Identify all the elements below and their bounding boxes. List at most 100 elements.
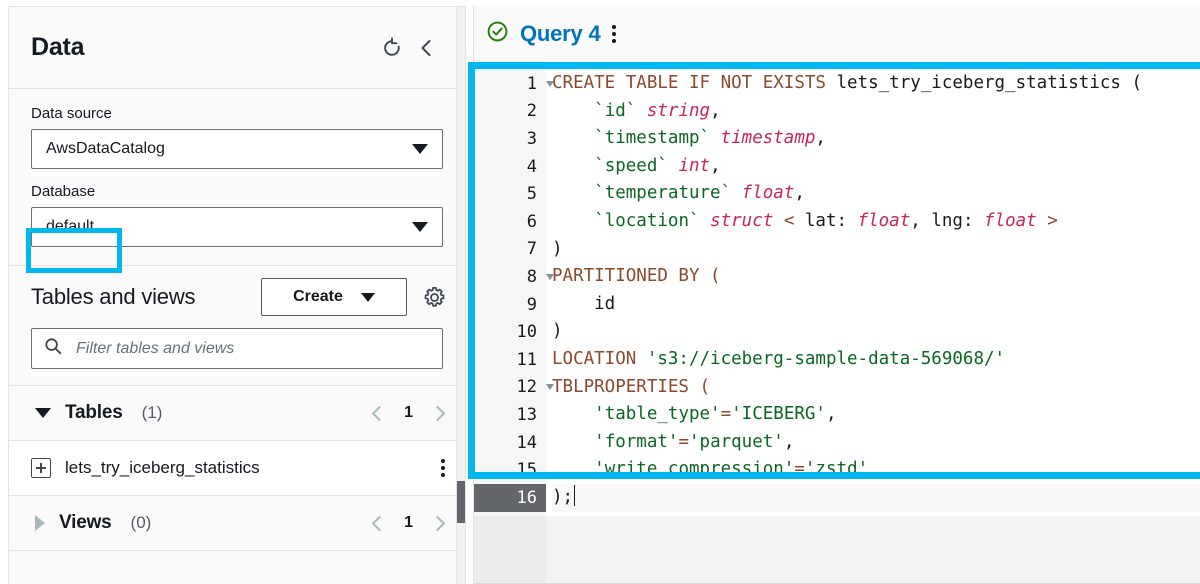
code-line: TBLPROPERTIES ( xyxy=(552,374,1200,402)
line-number: 11 xyxy=(516,349,537,370)
line-number: 3 xyxy=(526,128,537,149)
data-source-value: AwsDataCatalog xyxy=(46,140,165,157)
database-value: default xyxy=(46,218,95,235)
code-token: ) xyxy=(552,238,563,259)
code-token: 'table_type' xyxy=(594,404,721,425)
line-number: 16 xyxy=(474,483,546,512)
line-number: 6 xyxy=(526,211,537,232)
code-token: lets_try_iceberg_statistics ( xyxy=(836,73,1143,93)
tables-group-label: Tables xyxy=(65,402,123,423)
code-token: float xyxy=(741,183,795,204)
views-group-label: Views xyxy=(59,512,112,533)
code-line: `temperature` float, xyxy=(552,180,1200,208)
code-token: , xyxy=(783,431,795,452)
line-number: 2 xyxy=(526,101,537,122)
table-plus-icon[interactable] xyxy=(31,458,51,478)
line-number: 10 xyxy=(516,322,537,343)
code-token: TBLPROPERTIES ( xyxy=(552,376,711,397)
code-token: float xyxy=(857,210,911,231)
code-text[interactable]: CREATE TABLE IF NOT EXISTS lets_try_iceb… xyxy=(546,61,1200,516)
code-token xyxy=(552,459,594,479)
code-token: > xyxy=(1036,210,1058,231)
code-token: `speed` xyxy=(594,155,679,176)
code-token: `temperature` xyxy=(594,183,742,204)
line-number: 4 xyxy=(526,156,537,177)
code-token: ) xyxy=(552,321,563,342)
data-source-select[interactable]: AwsDataCatalog xyxy=(31,129,443,169)
fold-triangle-icon[interactable] xyxy=(546,384,554,391)
page-title: Data xyxy=(31,33,85,61)
views-group-row[interactable]: Views (0) 1 xyxy=(9,496,465,551)
next-page-icon[interactable] xyxy=(429,405,446,421)
code-line: 'format'='parquet', xyxy=(552,429,1200,457)
filter-tables-box[interactable] xyxy=(31,328,443,369)
code-line: LOCATION 's3://iceberg-sample-data-56906… xyxy=(552,346,1200,374)
code-token: 'parquet' xyxy=(689,431,784,452)
code-token xyxy=(552,101,594,121)
refresh-icon[interactable] xyxy=(375,31,409,65)
code-line: `speed` int, xyxy=(552,153,1200,181)
create-button-label: Create xyxy=(293,288,343,305)
code-token: string xyxy=(646,100,711,121)
code-line: 'table_type'='ICEBERG', xyxy=(552,401,1200,429)
line-number: 14 xyxy=(516,432,537,453)
query-tab-header: Query 4 xyxy=(474,6,1200,61)
code-line: ) xyxy=(552,236,1200,264)
tables-page-number: 1 xyxy=(404,404,413,421)
code-token: `id` xyxy=(594,100,647,121)
prev-page-icon[interactable] xyxy=(371,515,388,531)
kebab-menu-icon[interactable] xyxy=(611,24,616,43)
code-token: struct xyxy=(710,210,774,231)
code-token xyxy=(552,404,594,424)
tables-and-views-title: Tables and views xyxy=(31,284,196,309)
tables-pager: 1 xyxy=(371,404,449,422)
code-token: `timestamp` xyxy=(594,128,721,149)
code-token: , xyxy=(710,100,721,121)
database-select[interactable]: default xyxy=(31,207,443,247)
code-token xyxy=(552,211,594,231)
gutter-filler xyxy=(474,516,546,583)
code-token: 'ICEBERG' xyxy=(731,404,826,425)
left-panel-scrollbar-thumb[interactable] xyxy=(457,481,465,523)
code-line: 'write_compression'='zstd' xyxy=(552,456,1200,484)
table-row[interactable]: lets_try_iceberg_statistics xyxy=(9,441,465,496)
code-token xyxy=(552,156,594,176)
kebab-menu-icon[interactable] xyxy=(441,459,445,477)
prev-page-icon[interactable] xyxy=(371,405,388,421)
gear-icon[interactable] xyxy=(419,282,449,312)
check-circle-icon xyxy=(486,20,509,48)
tables-and-views-header: Tables and views Create xyxy=(9,266,465,328)
left-panel-scrollbar[interactable] xyxy=(456,7,465,584)
chevron-left-icon[interactable] xyxy=(409,31,443,65)
line-number: 9 xyxy=(526,294,537,315)
code-token xyxy=(552,183,594,203)
tables-group-row[interactable]: Tables (1) 1 xyxy=(9,386,465,441)
create-button[interactable]: Create xyxy=(261,278,407,316)
code-token xyxy=(552,432,594,452)
triangle-right-icon[interactable] xyxy=(35,515,45,531)
views-page-number: 1 xyxy=(404,514,413,531)
code-token: ); xyxy=(552,486,574,507)
query-tab-title[interactable]: Query 4 xyxy=(520,20,601,46)
next-page-icon[interactable] xyxy=(429,515,446,531)
data-source-form: Data source AwsDataCatalog Database defa… xyxy=(9,89,465,266)
code-line: CREATE TABLE IF NOT EXISTS lets_try_iceb… xyxy=(552,70,1200,98)
fold-triangle-icon[interactable] xyxy=(546,273,554,280)
code-token: , lng: xyxy=(910,210,985,231)
code-token: = xyxy=(678,431,689,452)
filter-tables-input[interactable] xyxy=(74,338,430,359)
database-label: Database xyxy=(31,183,96,200)
views-pager: 1 xyxy=(371,514,449,532)
data-panel: Data Data source AwsDataCatalog Database xyxy=(8,6,466,584)
code-token: 'zstd' xyxy=(804,459,869,480)
table-name: lets_try_iceberg_statistics xyxy=(65,458,260,477)
tables-group-count: (1) xyxy=(141,403,163,422)
code-line: ) xyxy=(552,318,1200,346)
line-number: 13 xyxy=(516,404,537,425)
fold-triangle-icon[interactable] xyxy=(546,80,554,87)
triangle-down-icon[interactable] xyxy=(35,408,51,418)
code-token: timestamp xyxy=(720,128,816,149)
